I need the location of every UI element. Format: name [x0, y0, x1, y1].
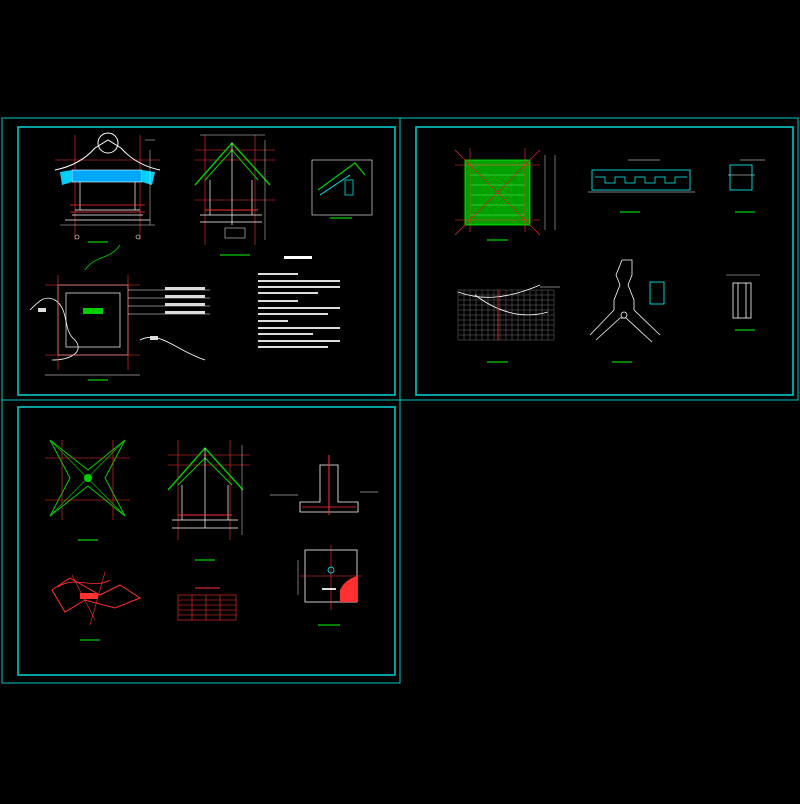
material-schedule — [177, 587, 237, 621]
sheet-2-outer-border — [399, 117, 799, 401]
pavilion-section — [194, 134, 275, 256]
roof-plan — [45, 439, 130, 541]
footing-plan — [297, 545, 362, 626]
design-notes — [258, 256, 340, 348]
sheet-2 — [399, 117, 799, 401]
pavilion-front-elevation — [54, 132, 161, 243]
pavilion-site-plan — [29, 244, 210, 381]
column-base-detail — [726, 274, 760, 331]
roof-framing-plan — [454, 148, 556, 241]
railing-elevation — [588, 159, 695, 213]
railing-section — [728, 159, 765, 213]
sheet-3-inner-border — [17, 406, 396, 676]
footing-section — [270, 455, 378, 515]
roof-ridge-detail — [589, 259, 665, 363]
eave-detail — [311, 159, 373, 219]
pavilion-section-b — [167, 440, 250, 561]
corner-rafter-detail — [51, 571, 142, 641]
sheet-3-outer-border — [1, 399, 401, 684]
sheet-1-inner-border — [17, 126, 396, 396]
sheet-2-inner-border — [415, 126, 794, 396]
sheet-3 — [1, 399, 401, 684]
roof-tile-grid — [457, 284, 560, 363]
